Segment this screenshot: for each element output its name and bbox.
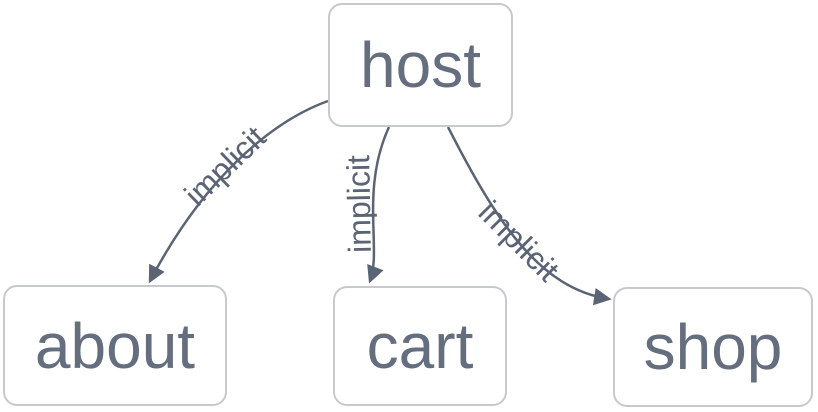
edge-host-cart — [367, 126, 391, 284]
node-shop: shop — [613, 287, 813, 407]
edge-label-host-about: implicit — [177, 119, 272, 213]
node-cart-label: cart — [366, 310, 474, 382]
node-host: host — [328, 3, 513, 127]
edge-host-shop — [446, 126, 612, 306]
node-about-label: about — [34, 309, 196, 382]
node-shop-label: shop — [643, 311, 783, 383]
edge-host-about — [148, 99, 329, 284]
node-about: about — [3, 285, 227, 406]
node-cart: cart — [333, 286, 507, 406]
edge-label-host-cart: implicit — [340, 155, 378, 254]
edge-label-host-shop: implicit — [472, 194, 567, 289]
node-host-label: host — [360, 29, 481, 101]
